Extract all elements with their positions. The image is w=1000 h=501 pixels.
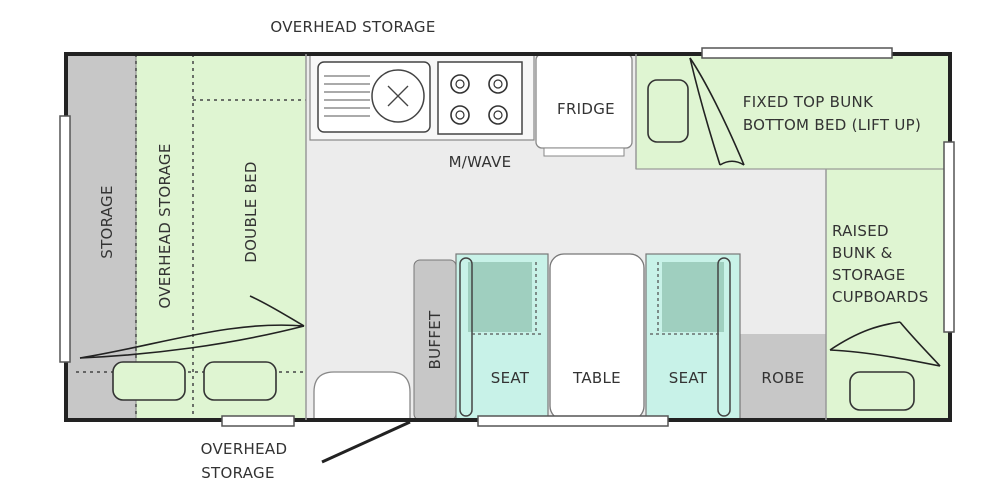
pillow — [203, 361, 277, 401]
window — [943, 141, 955, 333]
seat-right — [645, 253, 741, 421]
window — [59, 115, 71, 363]
label-storage: STORAGE — [98, 185, 116, 259]
entry-step — [313, 371, 411, 420]
rear-storage — [66, 54, 136, 420]
cooktop — [437, 61, 523, 135]
pillow — [849, 371, 915, 411]
seat-cushion — [468, 262, 532, 332]
window — [477, 415, 669, 427]
label-raised-bunk-4: CUPBOARDS — [832, 288, 929, 306]
label-seat-right: SEAT — [669, 369, 708, 387]
label-robe: ROBE — [761, 369, 804, 387]
burner-icon — [450, 74, 470, 94]
label-overhead-storage-bottom-2: STORAGE — [201, 464, 275, 482]
label-fridge: FRIDGE — [557, 100, 615, 118]
pillow — [112, 361, 186, 401]
label-raised-bunk-3: STORAGE — [832, 266, 906, 284]
robe — [740, 334, 826, 420]
label-raised-bunk-2: BUNK & — [832, 244, 893, 262]
pillow — [647, 79, 689, 143]
burner-icon — [488, 74, 508, 94]
label-overhead-storage-bottom-1: OVERHEAD — [201, 440, 288, 458]
burner-icon — [450, 105, 470, 125]
label-fixed-top-bunk-1: FIXED TOP BUNK — [743, 93, 874, 111]
label-seat-left: SEAT — [491, 369, 530, 387]
label-buffet: BUFFET — [426, 310, 444, 370]
label-table: TABLE — [572, 369, 621, 387]
label-overhead-storage-top: OVERHEAD STORAGE — [270, 18, 435, 36]
label-overhead-storage-vertical: OVERHEAD STORAGE — [156, 143, 174, 308]
label-fixed-top-bunk-2: BOTTOM BED (LIFT UP) — [743, 116, 921, 134]
label-microwave: M/WAVE — [449, 153, 512, 171]
table — [549, 253, 645, 421]
window — [221, 415, 295, 427]
seat-cushion — [662, 262, 724, 332]
label-raised-bunk-1: RAISED — [832, 222, 889, 240]
door-swing — [321, 420, 411, 464]
double-bed — [135, 53, 307, 421]
window — [701, 47, 893, 59]
burner-icon — [488, 105, 508, 125]
label-double-bed: DOUBLE BED — [242, 161, 260, 263]
